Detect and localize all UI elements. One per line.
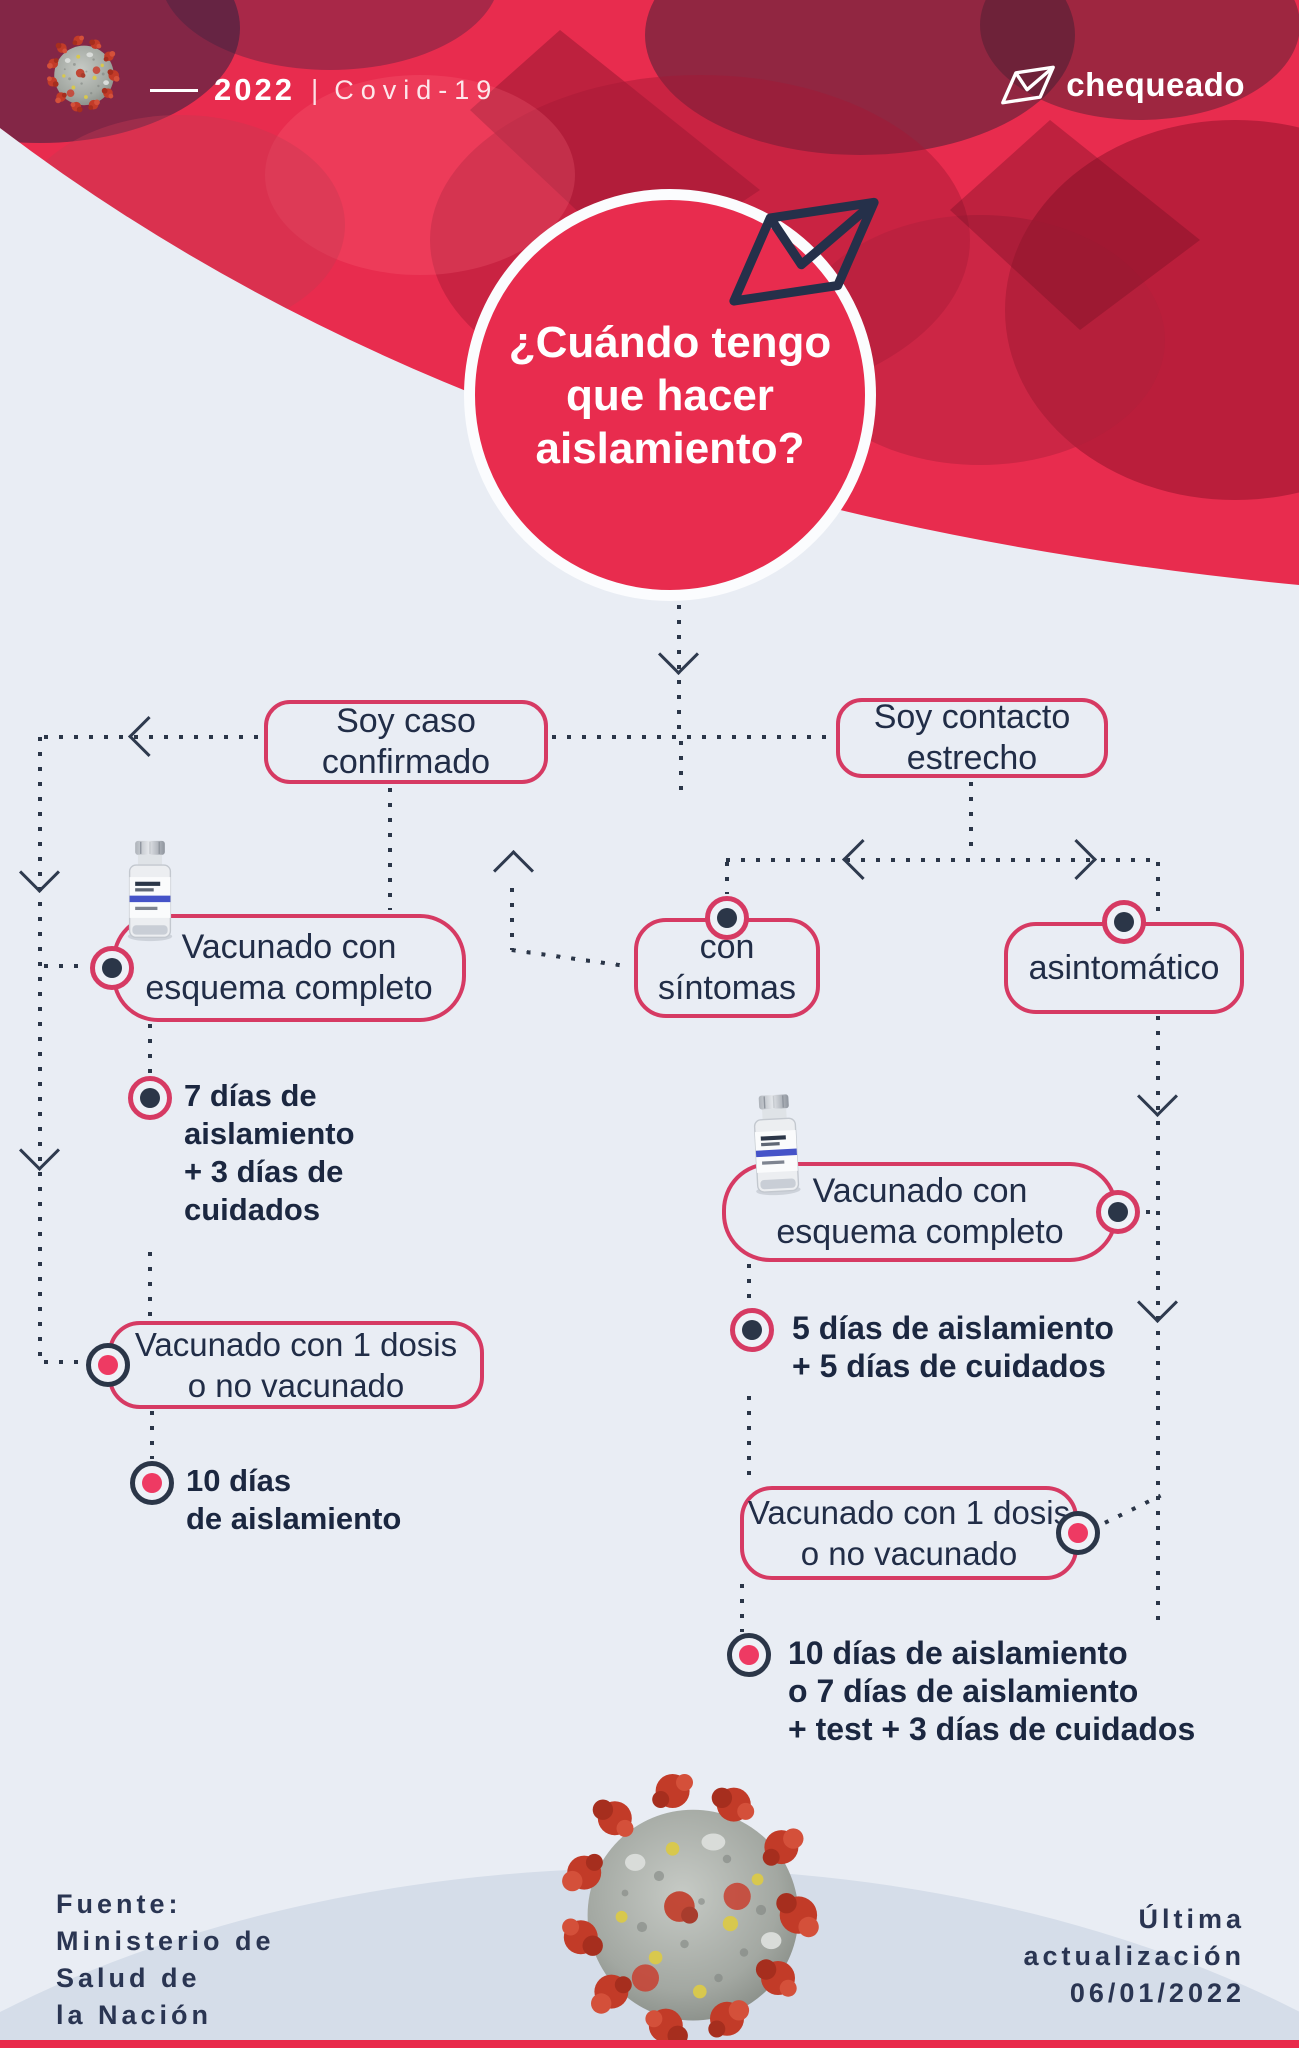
header-year: 2022 — [214, 72, 295, 107]
dotted-connector — [1156, 1016, 1160, 1630]
dotted-connector — [510, 888, 514, 950]
page-title: ¿Cuándo tengo que hacer aislamiento? — [508, 317, 832, 473]
header-topic: Covid-19 — [334, 74, 499, 105]
dotted-connector — [44, 964, 84, 968]
flow-box-label: Vacunado con esquema completo — [776, 1172, 1064, 1251]
vaccine-vial-icon — [753, 1094, 801, 1196]
dotted-connector — [388, 788, 392, 910]
flow-box-con-sintomas: con síntomas — [634, 918, 820, 1018]
dash-icon — [150, 88, 198, 92]
header-separator: | — [310, 74, 319, 105]
virus-image — [448, 1740, 938, 2048]
dotted-connector — [747, 1264, 751, 1306]
dotted-connector — [677, 605, 681, 733]
dotted-connector — [725, 862, 729, 894]
chevron-up-icon — [492, 849, 535, 892]
dotted-connector — [44, 1360, 84, 1364]
chevron-down-icon — [657, 633, 700, 676]
result-confirmado-1dosis: 10 días de aislamiento — [186, 1463, 402, 1536]
flow-box-label: asintomático — [1028, 948, 1220, 987]
connector-node — [1056, 1511, 1100, 1555]
dotted-connector — [552, 735, 834, 739]
result-confirmado-completo: 7 días de aislamiento + 3 días de cuidad… — [184, 1078, 355, 1227]
brand-name: chequeado — [1066, 66, 1245, 103]
dotted-connector — [969, 782, 973, 856]
dotted-connector — [1156, 862, 1160, 920]
dotted-connector — [148, 1024, 152, 1076]
result-estrecho-1dosis: 10 días de aislamiento o 7 días de aisla… — [788, 1635, 1196, 1747]
flow-box-vacunado-completo-der: Vacunado con esquema completo — [722, 1162, 1118, 1262]
bullet-node — [730, 1308, 774, 1352]
chevron-left-icon — [841, 838, 884, 881]
footer-red-bar — [0, 2040, 1299, 2048]
connector-node — [705, 896, 749, 940]
flow-box-label: Vacunado con 1 dosis o no vacunado — [747, 1494, 1071, 1572]
bullet-node — [130, 1461, 174, 1505]
connector-node — [1096, 1190, 1140, 1234]
dotted-connector — [726, 858, 1158, 862]
flow-box-label: Vacunado con esquema completo — [145, 928, 433, 1007]
source-text: Fuente: Ministerio de Salud de la Nación — [56, 1889, 275, 2030]
result-estrecho-completo: 5 días de aislamiento + 5 días de cuidad… — [792, 1310, 1114, 1384]
chevron-down-icon — [1136, 1281, 1179, 1324]
dotted-connector — [148, 1252, 152, 1318]
chevron-right-icon — [1055, 838, 1098, 881]
flow-box-vacunado-1dosis-der: Vacunado con 1 dosis o no vacunado — [740, 1486, 1078, 1580]
dotted-connector — [511, 948, 629, 969]
last-update-text: Última actualización 06/01/2022 — [1023, 1904, 1245, 2008]
connector-node — [1102, 900, 1146, 944]
flow-box-vacunado-1dosis-izq: Vacunado con 1 dosis o no vacunado — [108, 1321, 484, 1409]
header-photo-banner — [0, 0, 1299, 585]
dotted-connector — [150, 1411, 154, 1459]
dotted-connector — [740, 1584, 744, 1632]
chequeado-check-icon — [1001, 65, 1056, 105]
flow-box-label: Soy contacto estrecho — [873, 698, 1071, 777]
flow-box-caso-confirmado: Soy caso confirmado — [264, 700, 548, 784]
virus-icon — [36, 26, 132, 122]
flow-box-label: con síntomas — [658, 928, 796, 1007]
dotted-connector — [679, 741, 683, 801]
brand-logo: chequeado — [1000, 62, 1245, 108]
flow-box-label: Soy caso confirmado — [321, 702, 491, 781]
check-mark-icon — [729, 197, 879, 306]
chevron-down-icon — [18, 1129, 61, 1172]
header-tagline: 2022 | Covid-19 — [150, 72, 498, 108]
chevron-down-icon — [1136, 1075, 1179, 1118]
connector-node — [86, 1343, 130, 1387]
vaccine-vial-icon — [127, 840, 173, 942]
chevron-left-icon — [127, 715, 170, 758]
dotted-connector — [44, 735, 260, 739]
dotted-connector — [1104, 1493, 1162, 1525]
dotted-connector — [1146, 1210, 1160, 1214]
connector-node — [90, 946, 134, 990]
flow-box-contacto-estrecho: Soy contacto estrecho — [836, 698, 1108, 778]
chevron-down-icon — [18, 851, 61, 894]
flow-box-label: Vacunado con 1 dosis o no vacunado — [134, 1326, 458, 1404]
bullet-node — [128, 1076, 172, 1120]
bullet-node — [727, 1633, 771, 1677]
dotted-connector — [38, 737, 42, 1360]
dotted-connector — [747, 1396, 751, 1482]
